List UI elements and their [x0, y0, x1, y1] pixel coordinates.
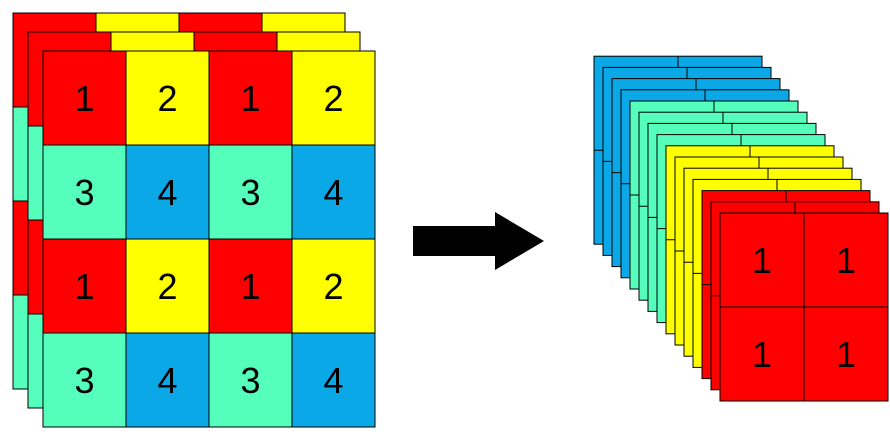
input-cell-label: 1 — [240, 266, 260, 307]
arrow-shape — [413, 212, 544, 270]
input-cell — [291, 50, 376, 146]
input-cell-label: 3 — [74, 172, 94, 213]
output-cell-label: 1 — [752, 240, 772, 281]
output-layer-stack: 1 1 1 1 — [593, 55, 889, 402]
input-cell-label: 2 — [323, 266, 343, 307]
input-cell — [125, 238, 210, 334]
input-cell-label: 4 — [323, 172, 343, 213]
output-front-layer: 1 1 1 1 — [719, 212, 889, 402]
input-cell — [291, 332, 376, 428]
input-cell-label: 2 — [323, 78, 343, 119]
input-cell — [42, 144, 127, 240]
output-cell-label: 1 — [836, 334, 856, 375]
input-cell-label: 1 — [240, 78, 260, 119]
output-cell-label: 1 — [752, 334, 772, 375]
input-cell-label: 1 — [74, 78, 94, 119]
input-cell-label: 4 — [157, 360, 177, 401]
right-arrow-icon — [413, 212, 544, 270]
input-cell-label: 3 — [74, 360, 94, 401]
input-cell — [208, 238, 293, 334]
input-layer-3: 1 2 1 2 3 4 3 4 1 2 1 2 3 4 3 4 — [42, 50, 376, 428]
input-cell-label: 1 — [74, 266, 94, 307]
input-cell — [208, 332, 293, 428]
input-cell — [125, 144, 210, 240]
input-cell-label: 4 — [157, 172, 177, 213]
input-cell — [208, 50, 293, 146]
input-cell-label: 4 — [323, 360, 343, 401]
input-cell — [42, 332, 127, 428]
input-cell — [291, 144, 376, 240]
input-cell — [125, 332, 210, 428]
input-cell-label: 3 — [240, 360, 260, 401]
input-cell-label: 2 — [157, 266, 177, 307]
output-cell-label: 1 — [836, 240, 856, 281]
input-cell-label: 3 — [240, 172, 260, 213]
input-grid-stack: 1 2 1 2 3 4 3 4 1 2 1 2 3 4 3 4 — [12, 12, 376, 428]
input-cell — [291, 238, 376, 334]
input-cell-label: 2 — [157, 78, 177, 119]
input-cell — [208, 144, 293, 240]
